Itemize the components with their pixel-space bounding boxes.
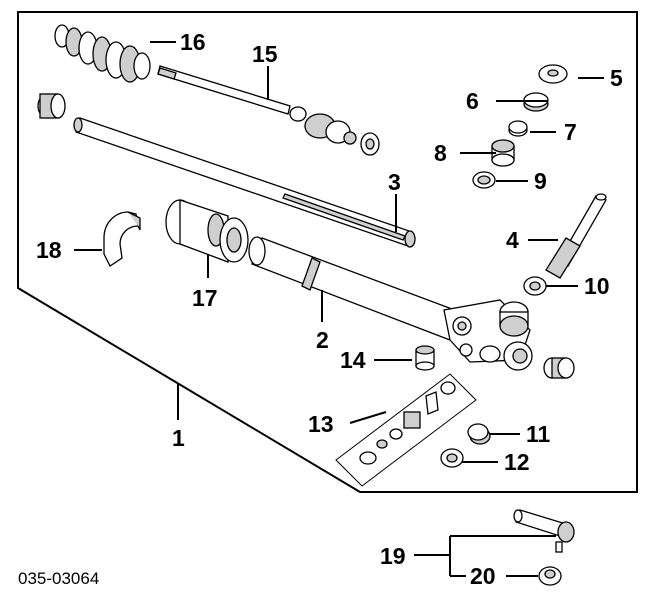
bellows-boot [54,24,151,83]
callout-8: 8 [434,140,447,166]
steering-rack [73,117,416,248]
tie-rod-end [513,509,575,553]
callout-7: 7 [564,119,577,145]
pinion-shaft-4 [545,193,607,279]
callout-18: 18 [36,237,62,263]
seal-kit-tray [335,373,477,487]
mounting-cushion [165,199,249,263]
tie-rod [157,65,380,156]
nut-11 [467,423,491,445]
diagram-code: 035-03064 [18,569,99,588]
callout-10: 10 [584,273,610,299]
assembly-outline [17,11,638,493]
leader-lines [74,41,604,577]
callout-11: 11 [526,421,551,447]
callout-9: 9 [534,168,547,194]
callout-2: 2 [316,327,329,353]
callout-5: 5 [610,65,623,91]
callout-12: 12 [504,449,530,475]
seal-10 [523,276,547,296]
castle-nut-20 [538,566,562,586]
callout-16: 16 [180,29,206,55]
cylinder-plug [415,345,435,371]
callout-3: 3 [388,169,401,195]
callout-4: 4 [506,227,519,253]
callout-20: 20 [470,563,496,589]
o-ring-9 [472,171,496,189]
housing-end-bushing [543,357,575,379]
washer-12 [440,448,464,468]
rack-guide-8 [491,139,515,167]
rack-housing [248,236,533,371]
mounting-clamp [103,211,141,267]
rack-bushing [37,93,66,119]
callout-15: 15 [252,41,278,67]
locknut-5 [538,64,568,84]
callout-17: 17 [192,285,218,311]
spring-7 [508,120,528,137]
callout-14: 14 [340,347,366,373]
callout-13: 13 [308,411,334,437]
callout-6: 6 [466,88,479,114]
callout-19: 19 [380,543,406,569]
callout-1: 1 [172,425,185,451]
